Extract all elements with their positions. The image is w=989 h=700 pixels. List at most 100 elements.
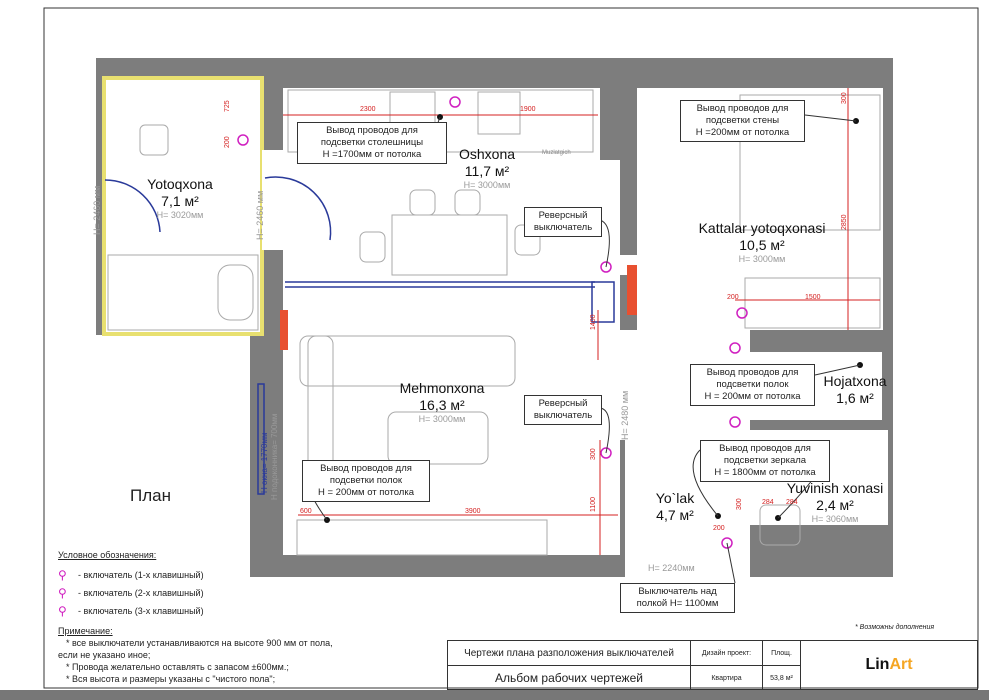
note-line: * Вся высота и размеры указаны с "чистог… xyxy=(66,674,276,684)
room-name: Mehmonxona xyxy=(399,380,485,396)
callout-line: Н =1700мм от потолка xyxy=(322,148,422,160)
title-block: Чертежи плана разположения выключателей … xyxy=(447,640,978,690)
legend-item: ⚲ - включатель (3-х клавишный) xyxy=(58,602,204,620)
legend-item: ⚲- включатель (2-х клавишный) xyxy=(58,584,204,602)
switch-2-icon: ⚲ xyxy=(58,586,67,600)
room-height: H= 3060мм xyxy=(811,513,859,524)
logo-part-b: Art xyxy=(889,656,913,673)
dim-living-window: 1400 xyxy=(590,314,597,330)
dim-living-switch: 300 xyxy=(590,448,597,460)
legend-label: - включатель (1-х клавишный) xyxy=(78,570,204,580)
wall-height-hall: H= 2480 мм xyxy=(620,390,630,440)
fridge-label: Muzlatgich xyxy=(542,150,571,156)
dim-bath-a: 284 xyxy=(762,499,774,506)
bottom-band xyxy=(0,690,989,700)
area-label: Площ. xyxy=(763,641,801,666)
wall-height-bedroom-door: H= 2460 мм xyxy=(255,190,265,240)
room-area: 7,1 м² xyxy=(161,192,199,209)
window-height: H окна= 1770мм xyxy=(260,432,269,493)
callout-line: Н =200мм от потолка xyxy=(695,126,790,138)
callout-line: подсветки стены xyxy=(705,114,780,126)
legend-label: - включатель (3-х клавишный) xyxy=(78,606,204,616)
sill-height: H подоконника= 700мм xyxy=(270,413,279,500)
design-label: Дизайн проект: xyxy=(691,641,763,666)
room-height: H= 3000мм xyxy=(463,179,511,190)
dim-bath-b: 284 xyxy=(786,499,798,506)
switch-1-icon: ⚲ xyxy=(58,568,67,582)
legend: Условное обозначения: ⚲ - включатель (1-х… xyxy=(58,550,204,620)
room-name: Yuvinish xonasi xyxy=(786,480,884,496)
dim-living-left: 600 xyxy=(300,508,312,515)
callout-line: Вывод проводов для xyxy=(696,103,789,114)
room-name: Yo`lak xyxy=(655,490,695,506)
legend-item: ⚲ - включатель (1-х клавишный) xyxy=(58,566,204,584)
radiator xyxy=(280,310,288,350)
callout-line: подсветки полок xyxy=(716,378,789,390)
callout-line: подсветки полок xyxy=(329,474,403,486)
title-block-title: Чертежи плана разположения выключателей xyxy=(448,641,691,666)
callout-line: Н = 200мм от потолка xyxy=(704,390,801,402)
callout-line: Н = 200мм от потолка xyxy=(317,486,415,498)
room-name: Kattalar yotoqxonasi xyxy=(698,220,826,236)
room-area: 4,7 м² xyxy=(656,506,694,523)
callout-line: Реверсный xyxy=(538,398,588,409)
callout-line: Вывод проводов для xyxy=(706,367,799,378)
room-area: 16,3 м² xyxy=(419,396,465,413)
plan-label: План xyxy=(130,486,171,505)
callout-line: Н = 1800мм от потолка xyxy=(714,466,816,478)
door-opening xyxy=(262,150,284,250)
wall-height-entrance: H= 2240мм xyxy=(648,563,695,573)
windows xyxy=(104,176,615,495)
callout-line: выключатель xyxy=(533,409,593,421)
design-value: Квартира xyxy=(691,666,763,690)
callout-line: подсветки столешницы xyxy=(320,136,424,148)
room-area: 1,6 м² xyxy=(836,389,874,406)
switch-3-icon: ⚲ xyxy=(58,604,67,618)
room-name: Hojatxona xyxy=(823,373,887,389)
callout-line: Выключатель над xyxy=(638,586,717,597)
dim-hall-b: 200 xyxy=(713,525,725,532)
note-line: * все выключатели устанавливаются на выс… xyxy=(66,638,333,648)
callout-line: Вывод проводов для xyxy=(326,125,418,136)
callout-line: полкой Н= 1100мм xyxy=(636,597,719,609)
radiator xyxy=(627,265,637,315)
callout-line: Вывод проводов для xyxy=(320,463,412,474)
callout-line: Реверсный xyxy=(538,210,588,221)
dim-small-bed-b: 200 xyxy=(224,136,231,148)
note-line: * Провода желательно оставлять с запасом… xyxy=(66,662,289,672)
room-height: H= 3000мм xyxy=(418,413,466,424)
dim-kitchen-left: 2300 xyxy=(360,106,376,113)
legend-title: Условное обозначения: xyxy=(58,550,157,560)
entrance-opening xyxy=(620,577,720,583)
title-block-subtitle: Альбом рабочих чертежей xyxy=(448,666,691,690)
room-name: Yotoqxona xyxy=(147,176,213,192)
room-height: H= 3000мм xyxy=(738,253,786,264)
callout-line: выключатель xyxy=(533,221,593,233)
sheet-frame xyxy=(43,7,979,689)
dim-living-bottom-right: 1100 xyxy=(590,496,597,512)
room-name: Oshxona xyxy=(458,146,516,162)
room-area: 10,5 м² xyxy=(739,236,785,253)
switch-symbols xyxy=(237,96,748,549)
dim-kitchen-right: 1900 xyxy=(520,106,536,113)
notes: Примечание: * все выключатели устанавлив… xyxy=(58,625,333,685)
logo-part-a: Lin xyxy=(865,656,890,673)
addition-note: * Возможны дополнения xyxy=(855,624,935,631)
room-area: 11,7 м² xyxy=(464,162,510,179)
notes-title: Примечание: xyxy=(58,626,113,636)
dim-small-bed-a: 725 xyxy=(224,100,231,112)
dim-bed-top: 300 xyxy=(841,92,848,104)
note-line: если не указано иное; xyxy=(58,650,151,660)
